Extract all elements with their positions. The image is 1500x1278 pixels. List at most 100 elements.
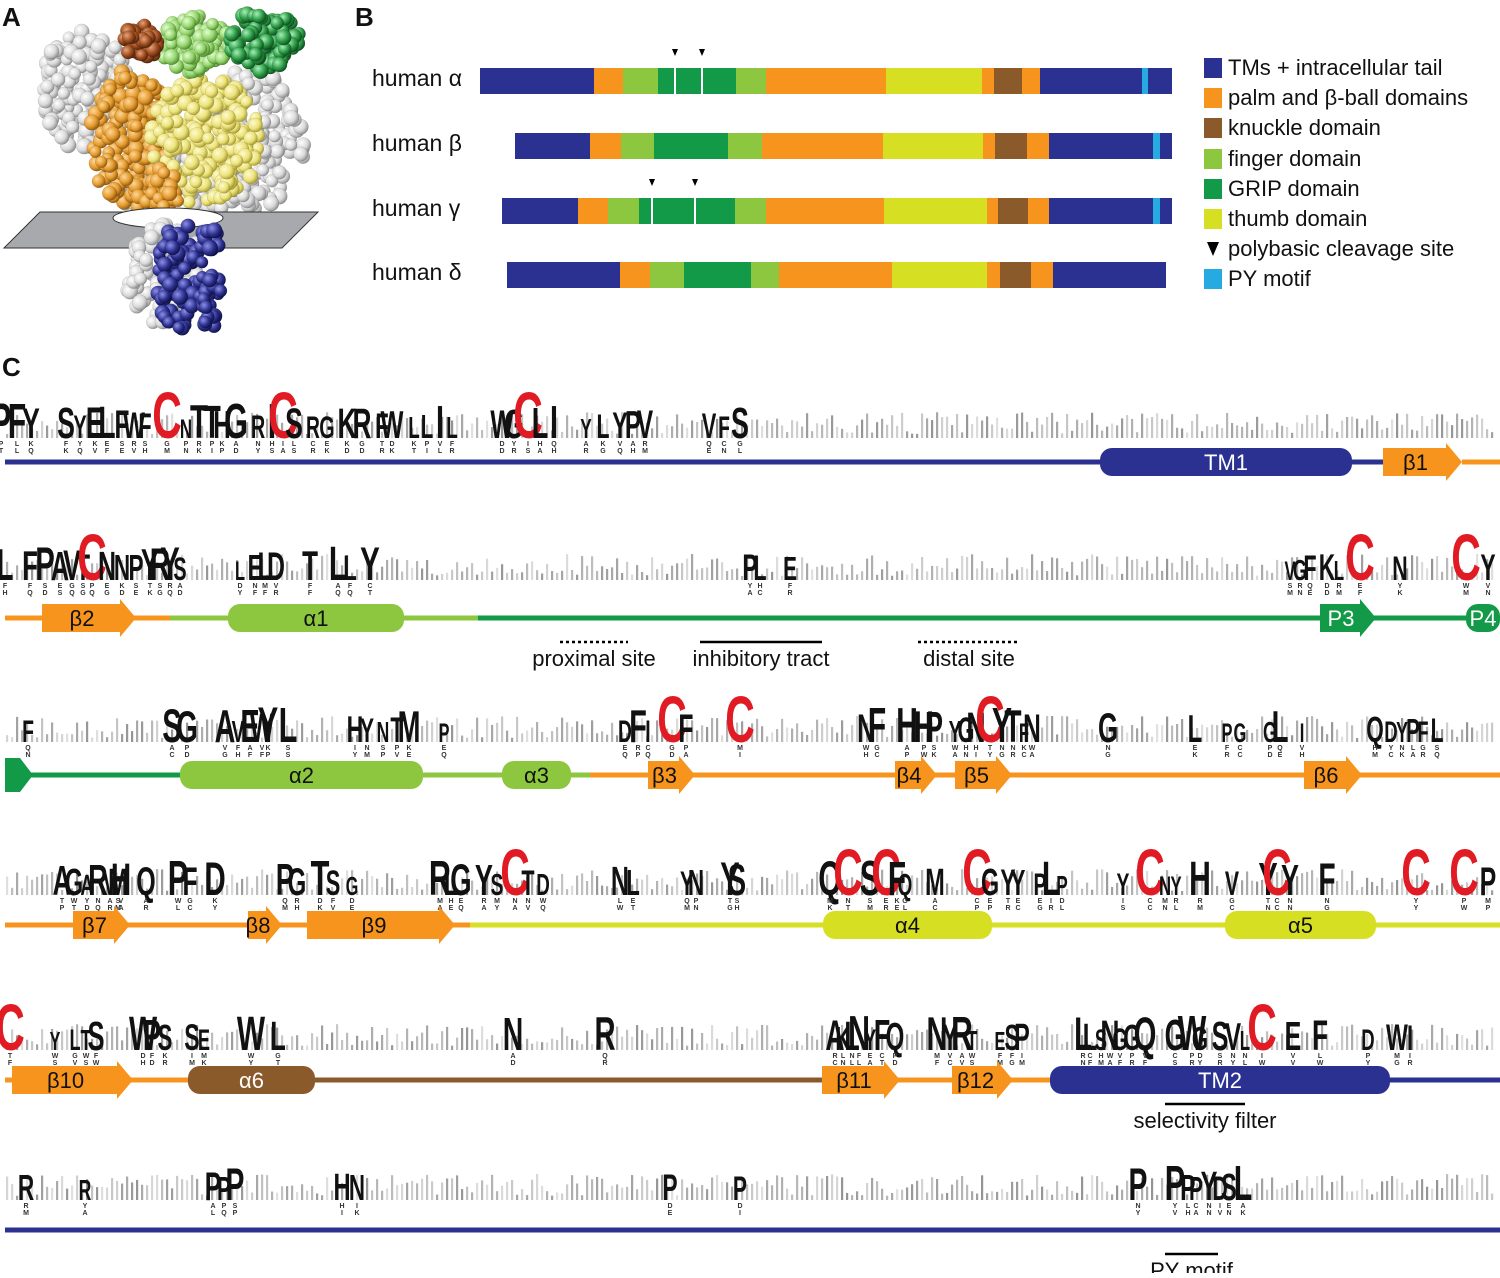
structure-label-a3: α3 [524,763,549,788]
logo-minor-letter: G [1229,898,1235,905]
domain-bar [515,133,1172,159]
logo-minor-letter: N [1226,1210,1231,1217]
logo-letter: K [836,1020,851,1057]
logo-background-columns [6,1174,1494,1200]
sequence-label: human α [372,65,463,91]
logo-minor-letter: F [308,583,313,590]
logo-letter-cys: C [77,520,107,595]
domain-segment-finger [736,68,767,94]
strand-p3 [1320,599,1376,637]
strand-b4 [895,756,937,794]
logo-letter: V [63,542,81,590]
logo-letter: V [103,866,116,902]
logo-letter: R [353,401,372,448]
logo-minor-letter: L [15,441,20,448]
logo-letter: L [1240,1025,1250,1056]
logo-minor-letter: V [618,441,623,448]
cleavage-site-line [701,68,704,94]
logo-letter: P [1129,1160,1148,1210]
logo-letter: G [319,409,334,445]
logo-letter: F [718,412,730,446]
domain-segment-palm [594,68,624,94]
logo-letter: T [390,712,403,750]
logo-minor-letter: L [857,1060,862,1067]
legend-swatch [1204,118,1222,139]
logo-minor-letter: W [617,905,624,912]
logo-minor-letter: Q [1277,745,1283,752]
domain-segment-palm [1031,262,1053,288]
domain-segment-tm [515,133,590,159]
logo-letter: N [349,1169,365,1209]
logo-minor-letter: H [963,745,968,752]
structure-label-a2: α2 [289,763,314,788]
domain-segment-knuckle [995,133,1028,159]
logo-minor-letter: K [92,441,97,448]
logo-minor-letter: M [1098,1060,1104,1067]
logo-minor-letter: G [737,441,743,448]
cleavage-triangle-icon [671,49,678,56]
logo-minor-letter: F [788,583,793,590]
logo-minor-letter: V [1143,1053,1148,1060]
logo-minor-letter: F [1358,590,1363,597]
cleavage-triangle-icon [692,179,699,186]
logo-letter-cys: C [725,682,755,757]
logo-minor-letter: I [341,1210,343,1217]
logo-minor-letter: A [118,905,123,912]
logo-minor-letter: E [623,745,628,752]
logo-minor-letter: C [757,590,762,597]
logo-minor-letter: M [364,752,370,759]
logo-minor-letter: G [600,448,606,455]
logo-minor-letter: P [988,905,993,912]
logo-minor-letter: R [1048,905,1053,912]
strand-b11 [822,1061,900,1099]
logo-minor-letter: M [262,583,268,590]
logo-minor-letter: L [15,448,20,455]
logo-letter: R [306,412,320,446]
logo-minor-letter: D [233,448,238,455]
logo-minor-letter: P [694,898,699,905]
logo-minor-letter: G [999,752,1005,759]
logo-minor-letter: D [140,1053,145,1060]
logo-letter: S [162,700,182,753]
logo-letter: Y [580,413,591,444]
logo-letter: E [248,549,263,589]
logo-minor-letter: G [669,745,675,752]
logo-letter: L [446,412,457,446]
logo-minor-letter: Q [282,898,288,905]
logo-minor-letter: Y [78,441,83,448]
structure-label-b11: β11 [836,1068,872,1093]
logo-minor-letter: Q [95,905,101,912]
logo-minor-letter: G [104,590,110,597]
logo-minor-letter: N [1162,905,1167,912]
logo-minor-letter: M [1372,752,1378,759]
logo-minor-letter: E [868,1053,873,1060]
logo-minor-letter: D [1059,898,1064,905]
logo-letter: I [1407,1019,1413,1059]
logo-minor-letter: Y [1173,1203,1178,1210]
logo-letter: P [662,1168,677,1209]
domain-segment-palm [982,133,996,159]
logo-minor-letter: W [921,752,928,759]
logo-minor-letter: F [308,590,313,597]
logo-minor-letter: S [381,745,386,752]
logo-minor-letter: I [1219,1203,1221,1210]
logo-minor-letter: R [1420,752,1425,759]
logo-minor-letter: G [69,583,75,590]
logo-minor-letter: F [263,590,268,597]
logo-letter: S [860,851,880,906]
annotation-label: PY motif [1150,1258,1234,1273]
logo-minor-letter: A [683,752,688,759]
logo-minor-letter: P [90,583,95,590]
domain-bar [502,198,1172,224]
logo-minor-letter: Q [1434,752,1440,759]
logo-letter: L [98,397,115,449]
domain-segment-palm [986,198,998,224]
logo-letter: W [237,1008,265,1061]
logo-letter: M [108,860,128,903]
logo-minor-letter: R [310,448,315,455]
logo-minor-letter: Y [1198,1060,1203,1067]
logo-minor-letter: G [1105,752,1111,759]
logo-minor-letter: A [867,1060,872,1067]
logo-minor-letter: C [721,441,726,448]
logo-minor-letter: I [1050,898,1052,905]
